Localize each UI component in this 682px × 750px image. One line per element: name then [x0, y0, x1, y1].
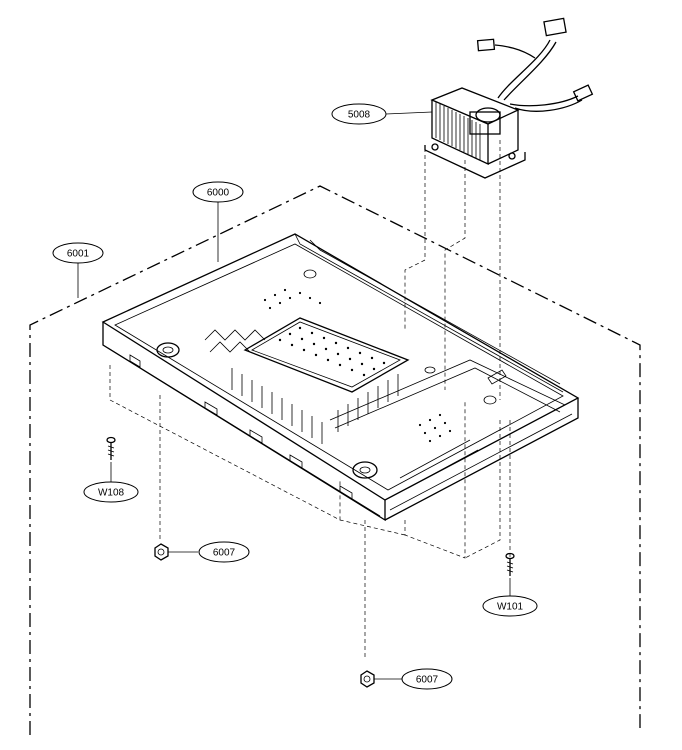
leader-lines	[77, 111, 511, 680]
projection-lines	[109, 140, 511, 660]
callout-assembly: 6001	[52, 242, 104, 264]
assembly-boundary	[29, 185, 641, 735]
callout-nut-left: 6007	[198, 541, 250, 563]
fasteners	[106, 436, 515, 688]
nut-bottom	[360, 670, 375, 688]
base-plate	[101, 233, 580, 522]
callout-base-plate: 6000	[192, 181, 244, 203]
transformer	[424, 17, 594, 179]
callout-screw-left: W108	[83, 481, 139, 503]
screw-left	[106, 436, 116, 460]
callout-label: W101	[497, 602, 524, 613]
screw-right	[505, 552, 515, 576]
callout-label: 6007	[416, 675, 439, 686]
callout-label: 6001	[67, 249, 90, 260]
callout-screw-right: W101	[482, 595, 538, 617]
nut-left	[154, 543, 169, 561]
callout-label: 5008	[348, 110, 371, 121]
callout-label: W108	[98, 488, 125, 499]
callout-transformer: 5008	[331, 103, 387, 125]
callout-nut-bottom: 6007	[401, 668, 453, 690]
callout-label: 6007	[213, 548, 236, 559]
callout-label: 6000	[207, 188, 230, 199]
